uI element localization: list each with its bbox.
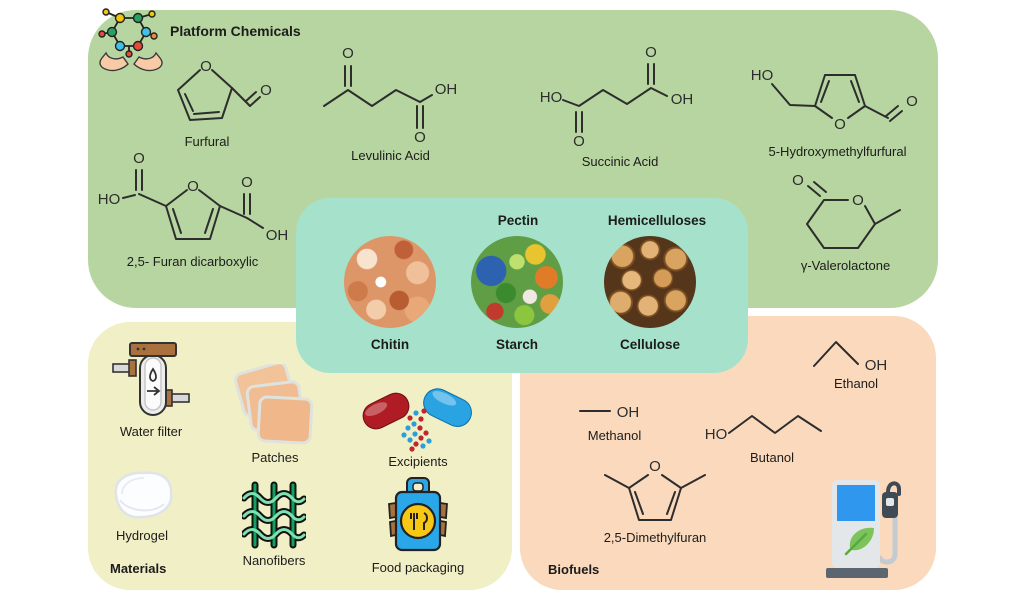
atom-label: O <box>906 93 918 110</box>
atom-label: O <box>187 178 199 195</box>
cellulose-photo <box>604 236 696 328</box>
furfural-skeletal: O O <box>177 58 272 121</box>
excipients-item: Excipients <box>358 382 478 469</box>
molecule-hands-icon <box>98 8 163 72</box>
ethanol-skeletal: OH <box>813 341 888 374</box>
levulinic-structure: O OH O Levulinic Acid <box>318 46 463 163</box>
starch-label: Starch <box>495 337 539 352</box>
levulinic-label: Levulinic Acid <box>351 148 430 163</box>
atom-label: O <box>414 129 426 146</box>
methanol-skeletal: OH <box>579 404 640 421</box>
hmf-label: 5-Hydroxymethylfurfural <box>768 144 907 159</box>
atom-label: O <box>649 458 661 475</box>
atom-label: O <box>342 46 354 62</box>
dmf-label: 2,5-Dimethylfuran <box>603 530 707 545</box>
atom-label: OH <box>617 404 640 421</box>
biofuels-title: Biofuels <box>548 562 600 577</box>
atom-label: O <box>133 152 145 167</box>
atom-label: O <box>241 174 253 191</box>
succinic-skeletal: HO O O OH <box>540 46 694 150</box>
hydrogel-label: Hydrogel <box>115 528 169 543</box>
atom-label: O <box>200 58 212 75</box>
gvl-label: γ-Valerolactone <box>800 258 891 273</box>
excipients-label: Excipients <box>388 454 448 469</box>
cellulose-label: Cellulose <box>619 337 681 352</box>
hmf-structure: HO O O 5-Hydroxymethylfurfural <box>740 58 935 159</box>
butanol-structure: HO Butanol <box>702 398 842 465</box>
patches-icon <box>234 364 314 445</box>
hmf-skeletal: HO O O <box>751 67 918 133</box>
gvl-structure: O O γ-Valerolactone <box>778 172 913 273</box>
atom-label: O <box>573 133 585 150</box>
butanol-label: Butanol <box>749 450 795 465</box>
ethanol-label: Ethanol <box>833 376 879 391</box>
materials-title: Materials <box>110 561 167 576</box>
patches-item: Patches <box>232 364 318 465</box>
atom-label: HO <box>540 89 563 106</box>
atom-label: OH <box>435 81 458 98</box>
atom-label: OH <box>671 91 694 108</box>
nanofibers-item: Nanofibers <box>238 481 310 568</box>
methanol-label: Methanol <box>587 428 642 443</box>
atom-label: O <box>645 46 657 61</box>
food-packaging-item: Food packaging <box>358 476 478 575</box>
ethanol-structure: OH Ethanol <box>806 324 906 391</box>
platform-chemicals-title: Platform Chemicals <box>170 23 301 39</box>
starch-photo <box>471 236 563 328</box>
butanol-skeletal: HO <box>705 415 822 443</box>
water-filter-item: Water filter <box>106 338 196 439</box>
succinic-label: Succinic Acid <box>581 154 659 169</box>
dmf-skeletal: O <box>604 458 706 521</box>
levulinic-skeletal: O OH O <box>323 46 458 146</box>
furfural-label: Furfural <box>184 134 230 149</box>
atom-label: OH <box>266 227 289 244</box>
pectin-label: Pectin <box>497 213 539 228</box>
atom-label: O <box>260 82 272 99</box>
methanol-structure: OH Methanol <box>572 396 657 443</box>
water-filter-label: Water filter <box>119 424 183 439</box>
fdca-label: 2,5- Furan dicarboxylic <box>126 254 259 269</box>
nanofibers-icon <box>242 481 306 549</box>
atom-label: O <box>852 192 864 209</box>
fdca-structure: O O HO O OH 2,5- Furan dicarboxylic <box>85 152 300 269</box>
gvl-skeletal: O O <box>792 172 901 249</box>
dmf-structure: O 2,5-Dimethylfuran <box>580 456 730 545</box>
fuel-pump-icon <box>826 480 901 578</box>
hydrogel-item: Hydrogel <box>98 464 186 543</box>
food-packaging-label: Food packaging <box>371 560 465 575</box>
hydrogel-icon <box>114 471 173 519</box>
food-packaging-icon <box>388 477 448 552</box>
water-filter-icon <box>112 342 190 416</box>
atom-label: HO <box>98 191 121 208</box>
nanofibers-label: Nanofibers <box>242 553 306 568</box>
furfural-structure: O O Furfural <box>142 50 272 149</box>
atom-label: HO <box>705 426 728 443</box>
fdca-skeletal: O O HO O OH <box>98 152 289 244</box>
succinic-structure: HO O O OH Succinic Acid <box>535 46 705 169</box>
atom-label: O <box>834 116 846 133</box>
excipients-capsule-icon <box>362 388 472 452</box>
chitin-label: Chitin <box>370 337 410 352</box>
atom-label: OH <box>865 357 888 374</box>
atom-label: O <box>792 172 804 189</box>
chitin-photo <box>344 236 436 328</box>
atom-label: HO <box>751 67 774 84</box>
patches-label: Patches <box>251 450 299 465</box>
hemicelluloses-label: Hemicelluloses <box>607 213 707 228</box>
